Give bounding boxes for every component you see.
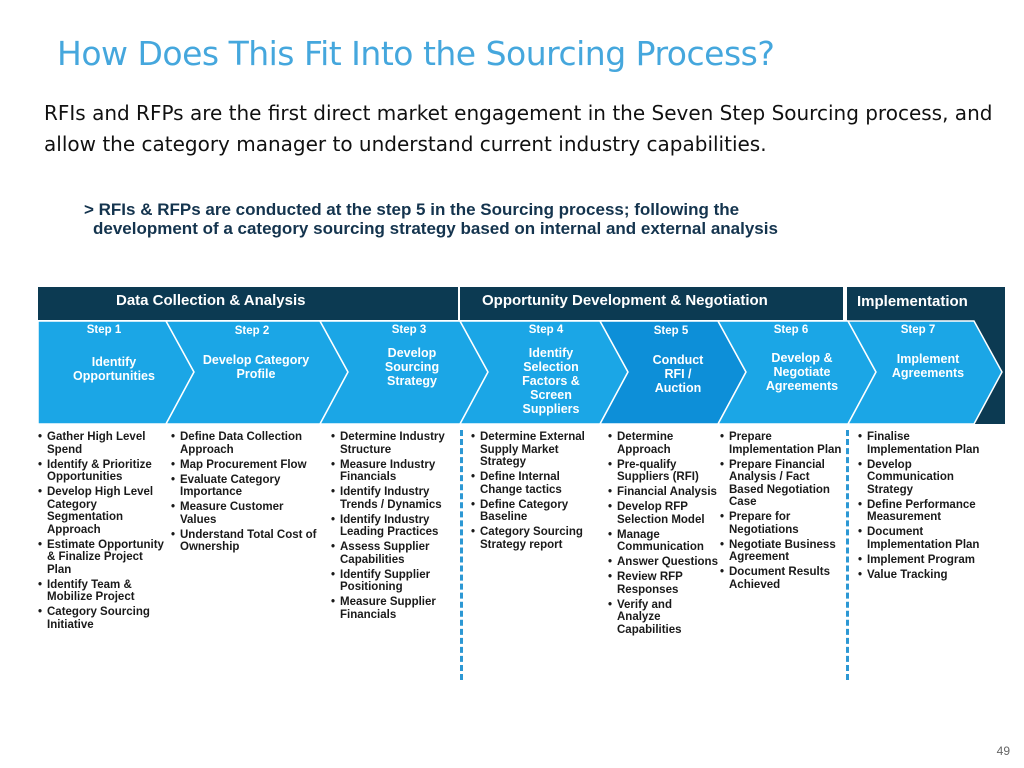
phase-bar-data-collection [38, 287, 458, 320]
list-item: Assess Supplier Capabilities [331, 541, 459, 566]
list-item: Review RFP Responses [608, 571, 718, 596]
list-item: Measure Industry Financials [331, 459, 459, 484]
page-title: How Does This Fit Into the Sourcing Proc… [57, 34, 775, 73]
step-4-name: Identify Selection Factors & Screen Supp… [522, 346, 580, 416]
list-item: Answer Questions [608, 556, 718, 569]
phase-divider-2 [846, 430, 849, 680]
step-2-name: Develop Category Profile [202, 353, 310, 381]
list-item: Develop High Level Category Segmentation… [38, 486, 166, 536]
phase-divider-1 [460, 430, 463, 680]
list-item: Determine External Supply Market Strateg… [471, 431, 599, 469]
activities-step-2: Define Data Collection Approach Map Proc… [171, 431, 323, 556]
list-item: Identify Supplier Positioning [331, 569, 459, 594]
list-item: Category Sourcing Strategy report [471, 526, 599, 551]
phase-bar-implementation [847, 287, 1005, 320]
list-item: Finalise Implementation Plan [858, 431, 993, 456]
list-item: Determine Industry Structure [331, 431, 459, 456]
list-item: Evaluate Category Importance [171, 474, 323, 499]
list-item: Determine Approach [608, 431, 718, 456]
step-3-name: Develop Sourcing Strategy [384, 346, 440, 388]
step-7-name: Implement Agreements [891, 352, 965, 380]
list-item: Develop Communication Strategy [858, 459, 993, 497]
list-item: Pre-qualify Suppliers (RFI) [608, 459, 718, 484]
list-item: Identify Team & Mobilize Project [38, 579, 166, 604]
step-1-name: Identify Opportunities [73, 355, 155, 383]
list-item: Implement Program [858, 554, 993, 567]
step-7-chevron [846, 320, 1003, 425]
list-item: Identify & Prioritize Opportunities [38, 459, 166, 484]
activities-step-6: Prepare Implementation Plan Prepare Fina… [720, 431, 845, 594]
list-item: Gather High Level Spend [38, 431, 166, 456]
list-item: Prepare Implementation Plan [720, 431, 845, 456]
callout: > RFIs & RFPs are conducted at the step … [84, 200, 964, 238]
list-item: Category Sourcing Initiative [38, 606, 166, 631]
phase-label-implementation: Implementation [857, 293, 968, 310]
activities-step-7: Finalise Implementation Plan Develop Com… [858, 431, 993, 584]
activities-step-3: Determine Industry Structure Measure Ind… [331, 431, 459, 624]
step-7-number: Step 7 [900, 324, 936, 336]
list-item: Develop RFP Selection Model [608, 501, 718, 526]
callout-line-2: development of a category sourcing strat… [93, 219, 778, 238]
list-item: Map Procurement Flow [171, 459, 323, 472]
list-item: Financial Analysis [608, 486, 718, 499]
list-item: Define Category Baseline [471, 499, 599, 524]
activities-step-5: Determine Approach Pre-qualify Suppliers… [608, 431, 718, 639]
list-item: Document Results Achieved [720, 566, 845, 591]
list-item: Measure Supplier Financials [331, 596, 459, 621]
list-item: Prepare Financial Analysis / Fact Based … [720, 459, 845, 509]
list-item: Negotiate Business Agreement [720, 539, 845, 564]
activities-step-4: Determine External Supply Market Strateg… [471, 431, 599, 554]
list-item: Value Tracking [858, 569, 993, 582]
page-number: 49 [996, 744, 1010, 758]
phase-label-data-collection: Data Collection & Analysis [116, 292, 306, 309]
callout-line-1: > RFIs & RFPs are conducted at the step … [84, 200, 740, 219]
activities-step-1: Gather High Level Spend Identify & Prior… [38, 431, 166, 634]
list-item: Identify Industry Trends / Dynamics [331, 486, 459, 511]
step-5-name: Conduct RFI / Auction [652, 353, 704, 395]
list-item: Estimate Opportunity & Finalize Project … [38, 539, 166, 577]
step-6-number: Step 6 [773, 324, 809, 336]
list-item: Define Data Collection Approach [171, 431, 323, 456]
list-item: Prepare for Negotiations [720, 511, 845, 536]
step-6-name: Develop & Negotiate Agreements [765, 351, 839, 393]
list-item: Measure Customer Values [171, 501, 323, 526]
step-1-number: Step 1 [86, 324, 122, 336]
step-2-number: Step 2 [234, 325, 270, 337]
list-item: Define Internal Change tactics [471, 471, 599, 496]
list-item: Manage Communication [608, 529, 718, 554]
step-5-number: Step 5 [653, 325, 689, 337]
list-item: Verify and Analyze Capabilities [608, 599, 718, 637]
phase-bar-opportunity [460, 287, 843, 320]
list-item: Define Performance Measurement [858, 499, 993, 524]
phase-label-opportunity: Opportunity Development & Negotiation [482, 292, 768, 309]
list-item: Document Implementation Plan [858, 526, 993, 551]
list-item: Understand Total Cost of Ownership [171, 529, 323, 554]
list-item: Identify Industry Leading Practices [331, 514, 459, 539]
intro-text: RFIs and RFPs are the first direct marke… [44, 101, 993, 156]
step-3-number: Step 3 [391, 324, 427, 336]
step-4-number: Step 4 [528, 324, 564, 336]
